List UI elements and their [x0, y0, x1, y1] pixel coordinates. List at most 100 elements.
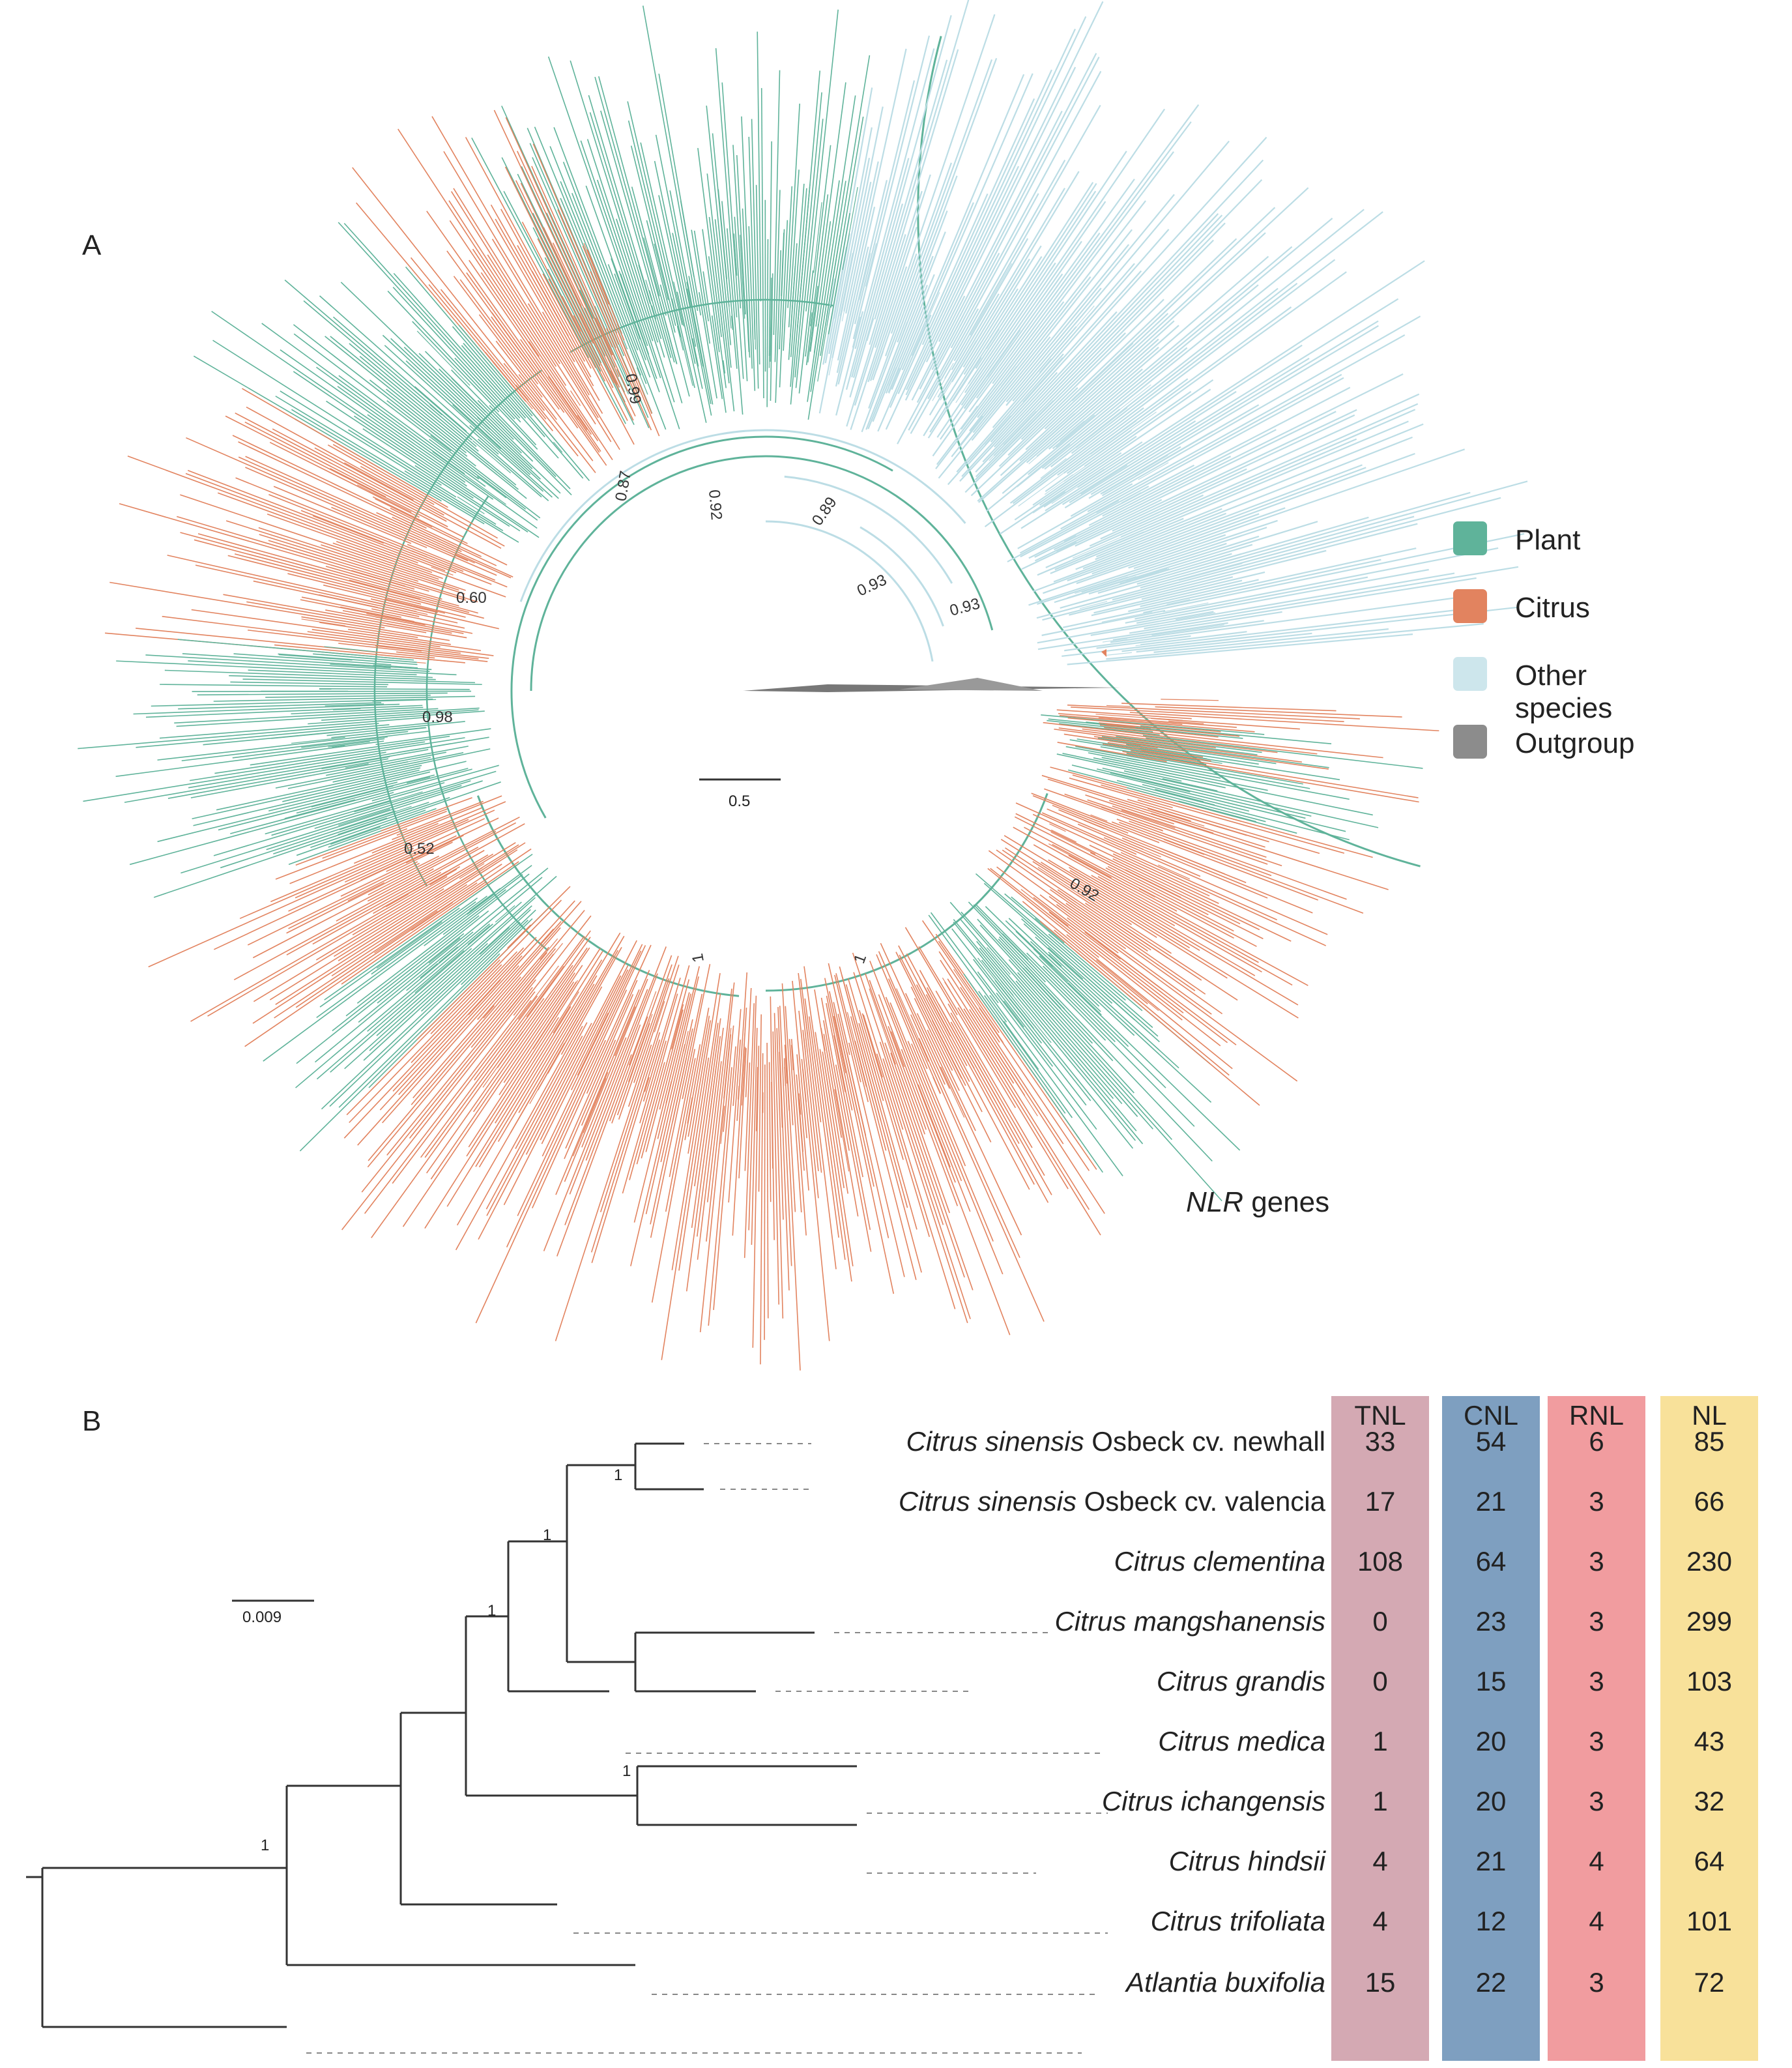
tree-branch [849, 59, 948, 398]
tree-branch [616, 369, 629, 395]
tree-branch [590, 1032, 661, 1253]
tree-branch [861, 1013, 931, 1237]
tree-branch [1050, 287, 1279, 468]
tree-branch [1059, 723, 1160, 736]
tree-branch [386, 817, 499, 872]
tree-branch [1140, 579, 1259, 607]
tree-title-rest: genes [1243, 1186, 1330, 1218]
tree-branch [548, 278, 596, 368]
tree-branch [300, 510, 492, 585]
tree-branch [979, 1007, 1090, 1171]
tree-branch [560, 946, 622, 1055]
table-cell-rnl: 3 [1589, 1546, 1604, 1577]
tree-branch [687, 1020, 712, 1154]
tree-branch [410, 257, 554, 431]
tree-branch [345, 818, 485, 883]
tree-branch [319, 907, 460, 1008]
tree-branch [744, 1062, 751, 1171]
tree-branch [517, 173, 606, 357]
tree-branch [1069, 777, 1173, 809]
species-name: Citrus medica [1158, 1726, 1325, 1757]
tree-branch [1048, 843, 1112, 879]
tree-branch [658, 195, 696, 364]
tree-branch [706, 106, 732, 345]
support-label: 0.93 [948, 595, 982, 620]
tree-branch [798, 972, 822, 1173]
tree-branch [967, 270, 1142, 465]
tree-branch [865, 255, 934, 430]
tree-branch [936, 151, 1174, 465]
tree-branch [1103, 837, 1328, 935]
tree-branch [916, 984, 983, 1113]
tree-branch [1012, 259, 1336, 504]
tree-branch [905, 29, 1076, 390]
tree-branch [878, 951, 942, 1094]
tree-branch [1032, 379, 1214, 506]
tree-branch [899, 1079, 907, 1100]
tree-branch [405, 523, 461, 550]
tree-branch [372, 699, 437, 702]
tree-branch [1017, 483, 1133, 549]
tree-branch [882, 1058, 968, 1324]
tree-branch [409, 979, 536, 1139]
tree-branch [911, 295, 966, 401]
tree-branch [253, 842, 516, 1002]
tree-branch [517, 151, 629, 392]
tree-branch [1044, 788, 1163, 832]
tree-branch [1056, 709, 1192, 720]
tree-branch [532, 270, 569, 337]
tree-branch [733, 233, 738, 276]
tree-branch [1048, 933, 1126, 1001]
tree-branch [680, 201, 695, 277]
species-name-italic: Citrus clementina [1114, 1546, 1325, 1577]
tree-branch [1044, 474, 1074, 495]
table-cell-tnl: 17 [1365, 1486, 1396, 1517]
tree-branch [214, 741, 426, 774]
tree-branch [938, 244, 1130, 479]
tree-branch [375, 645, 422, 652]
tree-branch [1069, 867, 1256, 976]
tree-branch [863, 1014, 883, 1078]
tree-branch [669, 190, 712, 404]
tree-branch [341, 861, 519, 985]
tree-branch [319, 622, 418, 638]
tree-branch [660, 1019, 693, 1163]
tree-branch [919, 978, 951, 1037]
tree-branch [846, 1012, 867, 1087]
tree-branch [1123, 770, 1379, 828]
tree-branch [374, 910, 438, 954]
tree-branch [463, 343, 545, 437]
tree-branch [301, 596, 401, 618]
tree-branch [428, 456, 461, 479]
tree-branch [676, 291, 707, 423]
tree-branch [1015, 931, 1053, 967]
tree-branch [947, 978, 1015, 1084]
tree-branch [430, 435, 452, 452]
tree-branch [1050, 517, 1184, 574]
tree-branch [438, 946, 459, 963]
tree-branch [785, 1045, 790, 1111]
tree-branch [332, 745, 345, 748]
tree-branch [912, 292, 940, 356]
tree-branch [771, 1081, 773, 1169]
tree-branch [1067, 982, 1102, 1015]
tree-branch [343, 947, 525, 1139]
tree-branch [885, 69, 1052, 430]
tree-branch [594, 306, 650, 429]
tree-branch [901, 1049, 1011, 1335]
tree-branch [904, 927, 958, 1015]
tree-branch [833, 1015, 846, 1073]
tree-branch [338, 643, 479, 660]
table-cell-cnl: 21 [1475, 1486, 1507, 1517]
tree-branch [424, 930, 591, 1158]
tree-branch [330, 663, 391, 669]
support-label: 1 [614, 1466, 623, 1484]
tree-branch [543, 989, 648, 1251]
tree-branch [1043, 965, 1166, 1088]
tree-branch [338, 918, 533, 1108]
tree-branch [1048, 896, 1212, 1015]
tree-branch [124, 749, 429, 803]
tree-branch [1110, 772, 1191, 793]
tree-branch [646, 220, 676, 333]
tree-branch [611, 955, 672, 1124]
